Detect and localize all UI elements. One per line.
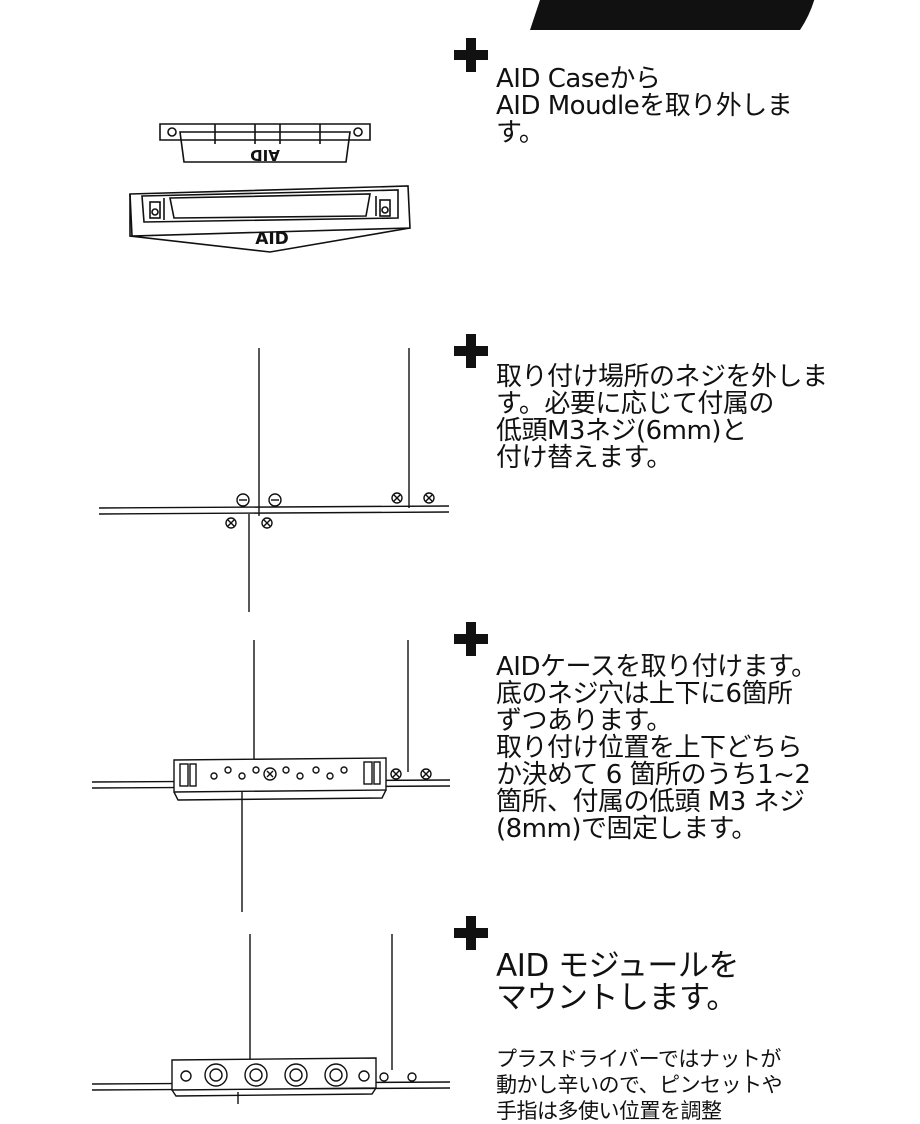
step-1-illustration: AID AID bbox=[129, 123, 411, 253]
plus-icon bbox=[454, 334, 488, 368]
step-4-note: プラスドライバーではナットが 動かし辛いので、ピンセットや 手指は多使い位置を調… bbox=[496, 1047, 783, 1123]
plus-icon bbox=[454, 916, 488, 950]
step-4-illustration bbox=[91, 934, 451, 1104]
case-label: AID bbox=[255, 229, 289, 249]
step-1-text: AID Caseから AID Moudleを取り外しま す。 bbox=[496, 64, 793, 148]
step-2: 取り付け場所のネジを外しま す。必要に応じて付属の 低頭M3ネジ(6mm)と 付… bbox=[0, 320, 920, 620]
plus-icon bbox=[454, 38, 488, 72]
step-1: AID Caseから AID Moudleを取り外しま す。 AID bbox=[0, 0, 920, 300]
module-label: AID bbox=[250, 146, 280, 164]
step-3-text: AIDケースを取り付けます。 底のネジ穴は上下に6箇所 ずつあります。 取り付け… bbox=[496, 652, 817, 844]
step-3: AIDケースを取り付けます。 底のネジ穴は上下に6箇所 ずつあります。 取り付け… bbox=[0, 612, 920, 912]
step-4: AID モジュールを マウントします。 プラスドライバーではナットが 動かし辛い… bbox=[0, 906, 920, 1123]
step-4-text: AID モジュールを マウントします。 bbox=[496, 948, 739, 1016]
plus-icon bbox=[454, 622, 488, 656]
step-2-text: 取り付け場所のネジを外しま す。必要に応じて付属の 低頭M3ネジ(6mm)と 付… bbox=[496, 362, 828, 473]
step-3-illustration bbox=[91, 640, 451, 912]
step-2-illustration bbox=[98, 348, 450, 612]
aid-logo bbox=[530, 0, 815, 30]
